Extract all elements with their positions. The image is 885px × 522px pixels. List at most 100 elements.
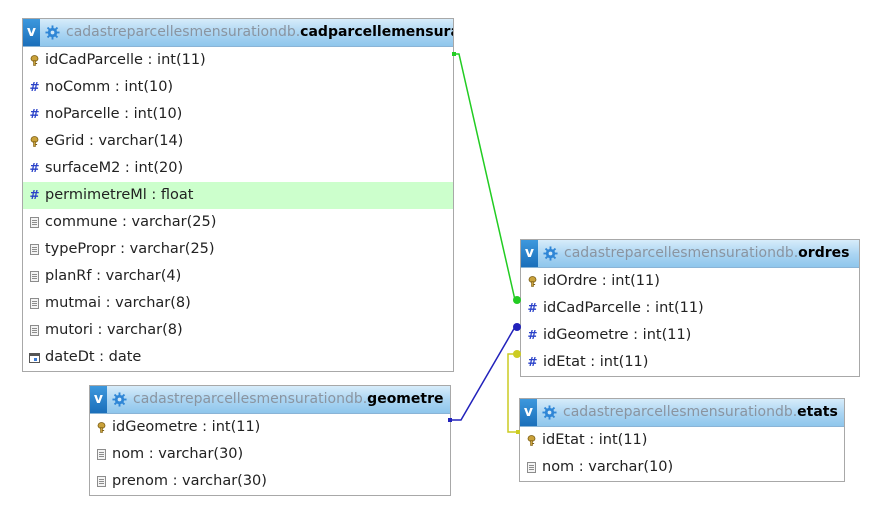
relation-end-geometre — [448, 418, 452, 422]
relation-end-ordres-idgeometre — [513, 323, 521, 331]
table-title: cadastreparcellesmensurationdb.cadparcel… — [66, 19, 453, 45]
calendar-icon — [29, 352, 40, 363]
column-label: eGrid : varchar(14) — [45, 133, 184, 149]
column-row[interactable]: # noParcelle : int(10) — [23, 101, 453, 128]
table-etats[interactable]: v cadastreparcellesmensurationdb.etats idE… — [519, 398, 845, 482]
numeric-type-icon: # — [29, 161, 40, 175]
text-type-icon — [29, 298, 40, 309]
column-label: noComm : int(10) — [45, 79, 174, 95]
column-label: idEtat : int(11) — [542, 432, 648, 448]
database-name: cadastreparcellesmensurationdb. — [133, 391, 368, 407]
column-row[interactable]: eGrid : varchar(14) — [23, 128, 453, 155]
numeric-type-icon: # — [527, 301, 538, 315]
column-row[interactable]: # idCadParcelle : int(11) — [521, 295, 859, 322]
column-row[interactable]: idEtat : int(11) — [520, 427, 844, 454]
column-row[interactable]: dateDt : date — [23, 344, 453, 371]
column-label: nom : varchar(10) — [542, 459, 674, 475]
key-icon — [527, 276, 538, 287]
numeric-type-icon: # — [29, 80, 40, 94]
column-row[interactable]: planRf : varchar(4) — [23, 263, 453, 290]
key-icon — [29, 55, 40, 66]
table-name: cadparcellemensuration — [300, 24, 453, 40]
table-header[interactable]: v cadastreparcellesmensurationdb.geometre — [90, 386, 450, 414]
column-label: idGeometre : int(11) — [543, 327, 692, 343]
numeric-type-icon: # — [29, 188, 40, 202]
relation-end-ordres-idcadparcelle — [513, 296, 521, 304]
column-label: permimetreMl : float — [45, 187, 194, 203]
relation-line-geometre-ordres — [450, 326, 520, 421]
table-title: cadastreparcellesmensurationdb.geometre — [133, 386, 443, 412]
text-type-icon — [96, 449, 107, 460]
numeric-type-icon: # — [527, 355, 538, 369]
column-row[interactable]: idCadParcelle : int(11) — [23, 47, 453, 74]
column-label: nom : varchar(30) — [112, 446, 244, 462]
table-title: cadastreparcellesmensurationdb.etats — [563, 399, 838, 425]
text-type-icon — [29, 217, 40, 228]
column-label: idGeometre : int(11) — [112, 419, 261, 435]
column-row[interactable]: # idEtat : int(11) — [521, 349, 859, 376]
gear-icon[interactable] — [45, 25, 60, 40]
column-row[interactable]: nom : varchar(10) — [520, 454, 844, 481]
table-name: etats — [797, 404, 838, 420]
database-name: cadastreparcellesmensurationdb. — [66, 24, 301, 40]
collapse-toggle-button[interactable]: v — [90, 386, 107, 413]
collapse-toggle-button[interactable]: v — [23, 19, 40, 46]
table-cadparcellemensuration[interactable]: v cadastreparcellesmensurationdb.cadparce… — [22, 18, 454, 372]
collapse-toggle-button[interactable]: v — [521, 240, 538, 267]
text-type-icon — [29, 271, 40, 282]
column-label: commune : varchar(25) — [45, 214, 217, 230]
table-header[interactable]: v cadastreparcellesmensurationdb.cadparce… — [23, 19, 453, 47]
column-row[interactable]: idGeometre : int(11) — [90, 414, 450, 441]
column-label: noParcelle : int(10) — [45, 106, 183, 122]
gear-icon[interactable] — [542, 405, 557, 420]
table-header[interactable]: v cadastreparcellesmensurationdb.etats — [520, 399, 844, 427]
key-icon — [29, 136, 40, 147]
column-label: prenom : varchar(30) — [112, 473, 267, 489]
table-name: geometre — [367, 391, 444, 407]
column-label: mutori : varchar(8) — [45, 322, 183, 338]
table-ordres[interactable]: v cadastreparcellesmensurationdb.ordres id… — [520, 239, 860, 377]
table-geometre[interactable]: v cadastreparcellesmensurationdb.geometre… — [89, 385, 451, 496]
numeric-type-icon: # — [527, 328, 538, 342]
column-row[interactable]: prenom : varchar(30) — [90, 468, 450, 495]
text-type-icon — [29, 244, 40, 255]
key-icon — [526, 435, 537, 446]
table-header[interactable]: v cadastreparcellesmensurationdb.ordres — [521, 240, 859, 268]
column-label: surfaceM2 : int(20) — [45, 160, 184, 176]
table-title: cadastreparcellesmensurationdb.ordres — [564, 240, 849, 266]
column-row[interactable]: # idGeometre : int(11) — [521, 322, 859, 349]
column-row[interactable]: typePropr : varchar(25) — [23, 236, 453, 263]
column-row[interactable]: commune : varchar(25) — [23, 209, 453, 236]
relation-line-cadparcelle-ordres — [454, 53, 520, 301]
numeric-type-icon: # — [29, 107, 40, 121]
database-name: cadastreparcellesmensurationdb. — [563, 404, 798, 420]
relation-end-etats — [516, 430, 520, 434]
table-name: ordres — [798, 245, 850, 261]
relation-end-ordres-idetat — [513, 350, 521, 358]
column-label: idEtat : int(11) — [543, 354, 649, 370]
gear-icon[interactable] — [112, 392, 127, 407]
collapse-toggle-button[interactable]: v — [520, 399, 537, 426]
text-type-icon — [29, 325, 40, 336]
column-label: mutmai : varchar(8) — [45, 295, 191, 311]
key-icon — [96, 422, 107, 433]
column-label: idCadParcelle : int(11) — [45, 52, 206, 68]
text-type-icon — [526, 462, 537, 473]
relation-end-cadparcelle — [452, 52, 456, 56]
column-label: dateDt : date — [45, 349, 142, 365]
column-row[interactable]: idOrdre : int(11) — [521, 268, 859, 295]
column-row[interactable]: mutori : varchar(8) — [23, 317, 453, 344]
relation-line-etats-ordres — [507, 353, 520, 433]
column-row[interactable]: nom : varchar(30) — [90, 441, 450, 468]
text-type-icon — [96, 476, 107, 487]
column-label: idCadParcelle : int(11) — [543, 300, 704, 316]
column-label: idOrdre : int(11) — [543, 273, 660, 289]
column-row[interactable]: # permimetreMl : float — [23, 182, 453, 209]
column-label: typePropr : varchar(25) — [45, 241, 215, 257]
column-row[interactable]: mutmai : varchar(8) — [23, 290, 453, 317]
gear-icon[interactable] — [543, 246, 558, 261]
column-row[interactable]: # surfaceM2 : int(20) — [23, 155, 453, 182]
database-name: cadastreparcellesmensurationdb. — [564, 245, 799, 261]
column-row[interactable]: # noComm : int(10) — [23, 74, 453, 101]
